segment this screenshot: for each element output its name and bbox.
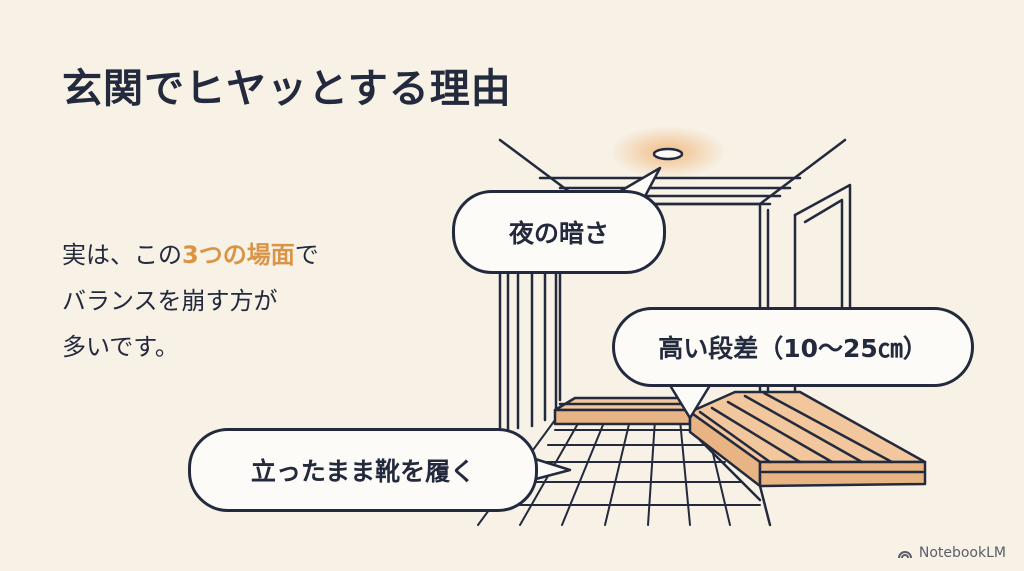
intro-line-3: 多いです。	[62, 333, 179, 361]
speech-bubble-shoes-text: 立ったまま靴を履く	[250, 457, 476, 486]
intro-line-2: バランスを崩す方が	[62, 287, 278, 315]
intro-highlight: 3つの場面	[182, 241, 295, 269]
speech-bubble-step-text: 高い段差（10～25㎝）	[658, 334, 928, 363]
left-wall	[498, 266, 558, 442]
speech-bubble-night-text: 夜の暗さ	[508, 219, 609, 248]
notebooklm-logo-icon	[897, 551, 912, 559]
floor-tiles	[477, 419, 761, 526]
brand-label: NotebookLM	[918, 545, 1006, 561]
speech-bubble-step: 高い段差（10～25㎝）	[612, 307, 974, 387]
speech-bubble-night: 夜の暗さ	[452, 190, 666, 274]
intro-line-1-end: で	[294, 241, 319, 269]
back-step	[553, 396, 692, 426]
intro-line-1-start: 実は、この	[62, 241, 182, 269]
slide-title: 玄関でヒヤッとする理由	[62, 66, 512, 112]
brand-watermark: NotebookLM	[897, 545, 1006, 561]
ceiling-light-icon	[652, 147, 684, 161]
raised-step	[688, 390, 927, 527]
intro-line-1: 実は、この3つの場面で	[62, 232, 319, 278]
speech-bubble-shoes: 立ったまま靴を履く	[188, 428, 538, 512]
intro-text: 実は、この3つの場面で バランスを崩す方が 多いです。	[62, 232, 319, 370]
